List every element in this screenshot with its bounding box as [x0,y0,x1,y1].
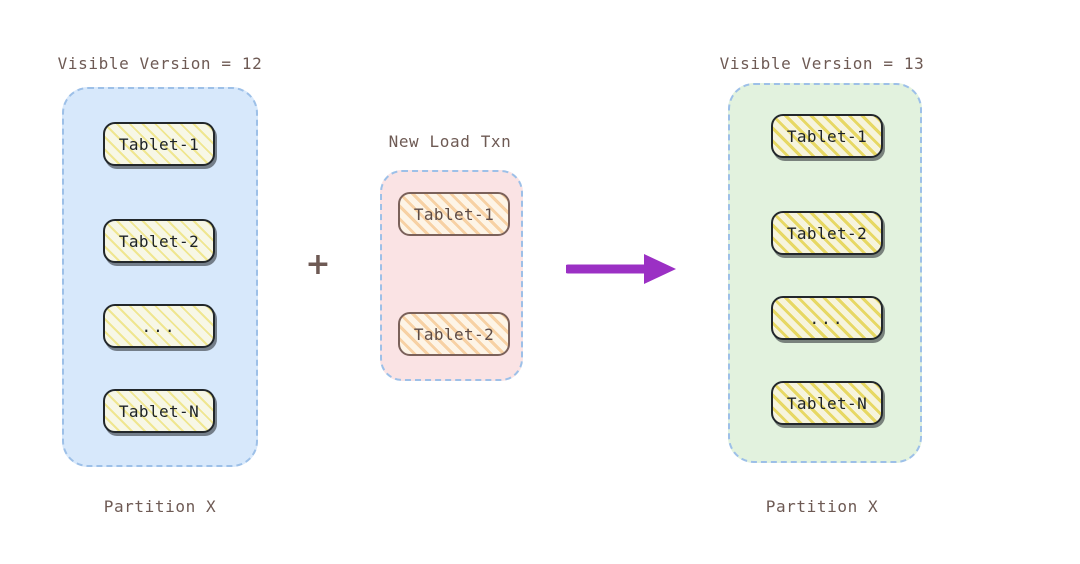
tablet-chip[interactable]: Tablet-N [771,381,883,425]
partition-incoming: Tablet-1 Tablet-2 [380,170,523,381]
right-version-label: Visible Version = 13 [719,54,925,73]
partition-after: Tablet-1 Tablet-2 ... Tablet-N [728,83,922,463]
tablet-chip[interactable]: Tablet-2 [771,211,883,255]
tablet-chip[interactable]: Tablet-1 [771,114,883,158]
tablet-chip[interactable]: Tablet-N [103,389,215,433]
transition-arrow [563,252,678,286]
tablet-chip-ellipsis[interactable]: ... [771,296,883,340]
middle-title-label: New Load Txn [388,132,512,151]
left-partition-label: Partition X [103,497,217,516]
plus-operator-icon: + [305,247,331,282]
tablet-chip[interactable]: Tablet-2 [103,219,215,263]
right-partition-label: Partition X [765,497,879,516]
partition-before: Tablet-1 Tablet-2 ... Tablet-N [62,87,258,467]
tablet-chip[interactable]: Tablet-1 [398,192,510,236]
tablet-chip-ellipsis[interactable]: ... [103,304,215,348]
tablet-chip[interactable]: Tablet-1 [103,122,215,166]
tablet-chip[interactable]: Tablet-2 [398,312,510,356]
left-version-label: Visible Version = 12 [57,54,263,73]
right-arrow-icon [563,254,676,284]
